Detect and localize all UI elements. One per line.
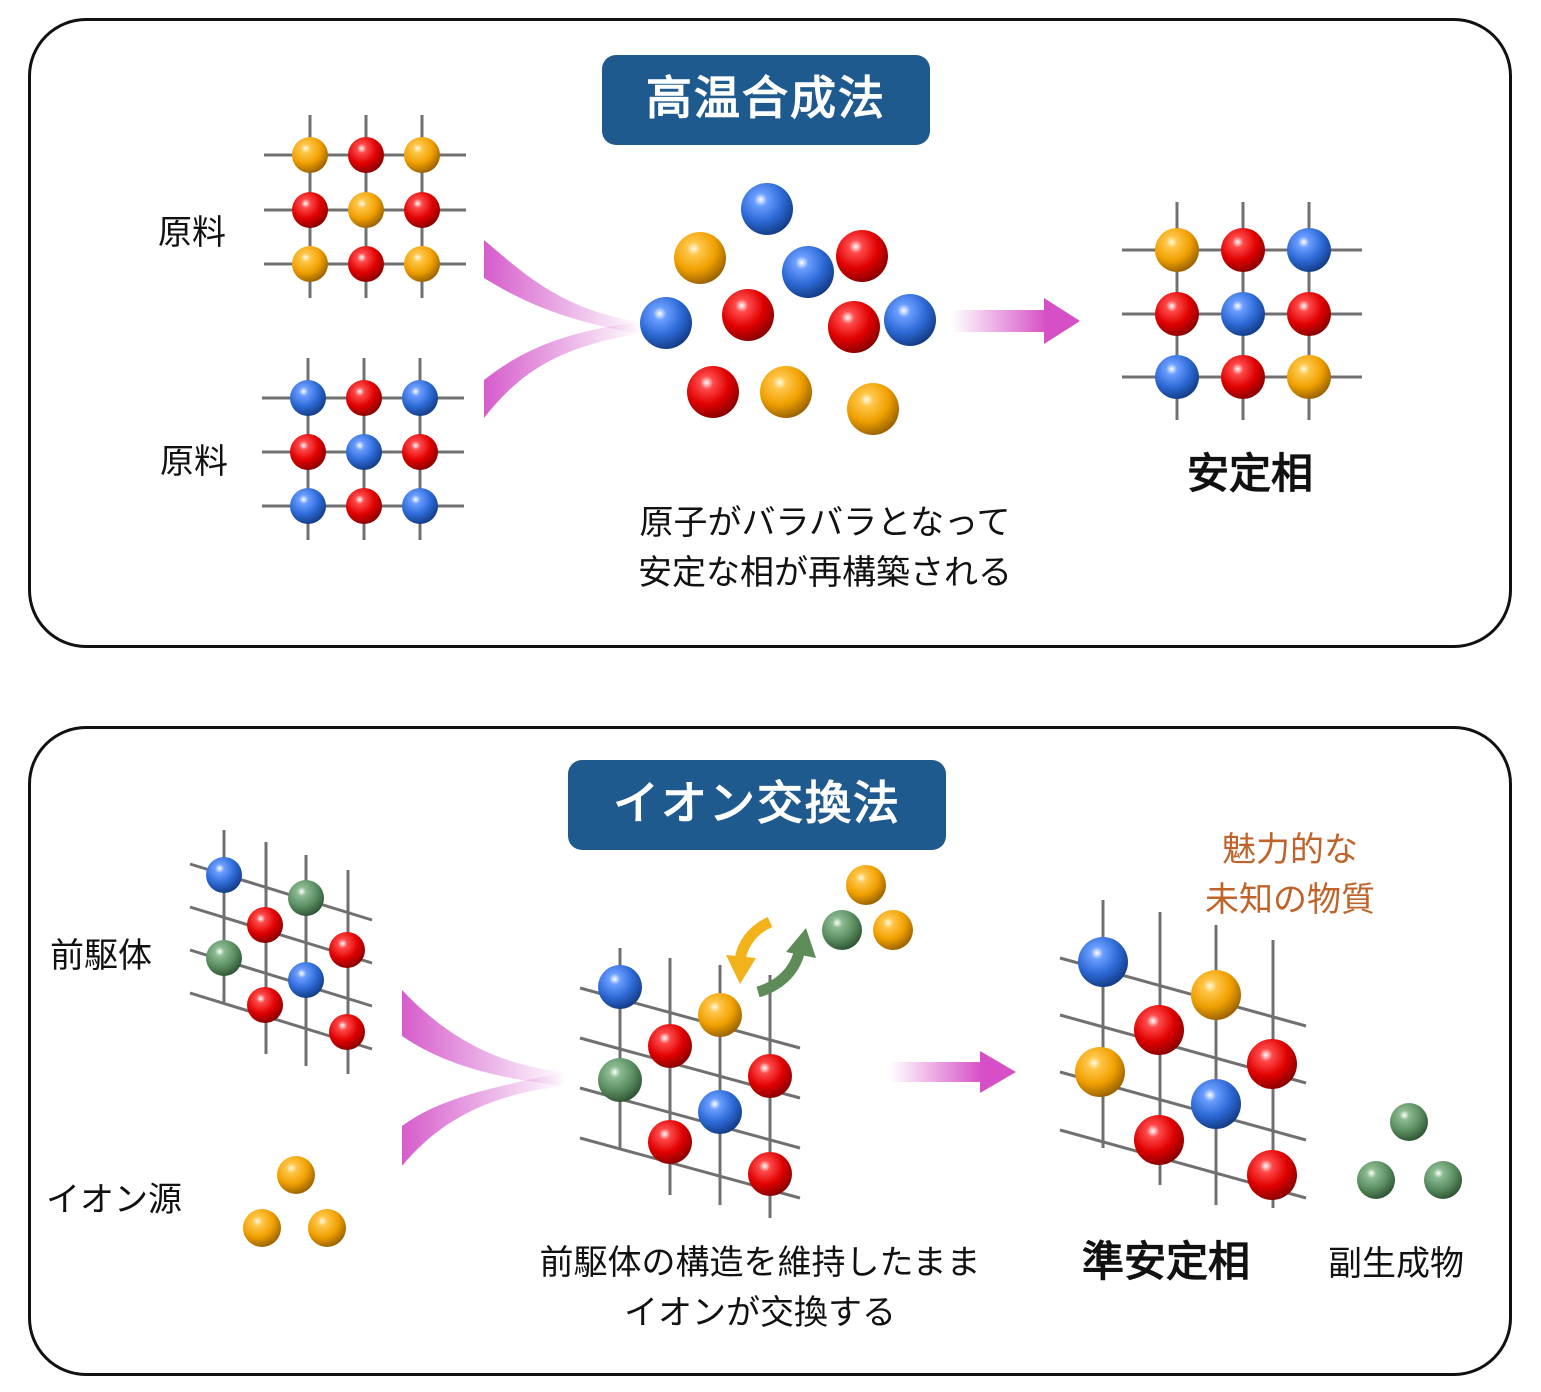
bottom-caption-line-2: イオンが交換する	[624, 1293, 896, 1333]
title-ion-exchange-method: イオン交換法	[568, 760, 946, 850]
precursor-label: 前駆体	[50, 936, 152, 976]
attractive-line-1: 魅力的な	[1222, 830, 1358, 870]
byproduct-label: 副生成物	[1328, 1244, 1464, 1284]
merge-funnel-bottom	[402, 990, 565, 1166]
ion-source-atoms	[243, 1156, 346, 1247]
raw-material-label-2: 原料	[160, 442, 228, 482]
stable-phase-atoms	[1155, 228, 1331, 399]
bottom-caption-line-1: 前駆体の構造を維持したまま	[539, 1243, 981, 1283]
exchange-arrows	[726, 916, 816, 998]
merge-funnel-top	[484, 240, 640, 418]
raw-material-atoms-1	[292, 137, 440, 282]
stable-phase-label: 安定相	[1187, 449, 1314, 498]
metastable-atoms	[1075, 937, 1297, 1200]
bottom-caption: 前駆体の構造を維持したまま イオンが交換する	[440, 1238, 1080, 1338]
incoming-ions	[822, 865, 913, 950]
title-high-temperature-synthesis: 高温合成法	[602, 55, 930, 145]
top-caption-line-2: 安定な相が再構築される	[638, 553, 1012, 593]
forward-arrow-bottom	[890, 1051, 1016, 1093]
raw-material-label-1: 原料	[158, 213, 226, 253]
top-caption-line-1: 原子がバラバラとなって	[639, 503, 1011, 543]
scattered-atoms	[640, 183, 936, 435]
attractive-unknown-material: 魅力的な 未知の物質	[1160, 825, 1420, 925]
attractive-line-2: 未知の物質	[1205, 880, 1375, 920]
byproduct-atoms	[1357, 1103, 1462, 1199]
metastable-phase-label: 準安定相	[1082, 1237, 1251, 1286]
ion-source-label: イオン源	[46, 1180, 182, 1220]
top-caption: 原子がバラバラとなって 安定な相が再構築される	[545, 498, 1105, 598]
precursor-atoms	[206, 857, 365, 1050]
exchange-atoms	[598, 965, 792, 1196]
raw-material-atoms-2	[290, 380, 438, 524]
forward-arrow-top	[952, 298, 1080, 344]
